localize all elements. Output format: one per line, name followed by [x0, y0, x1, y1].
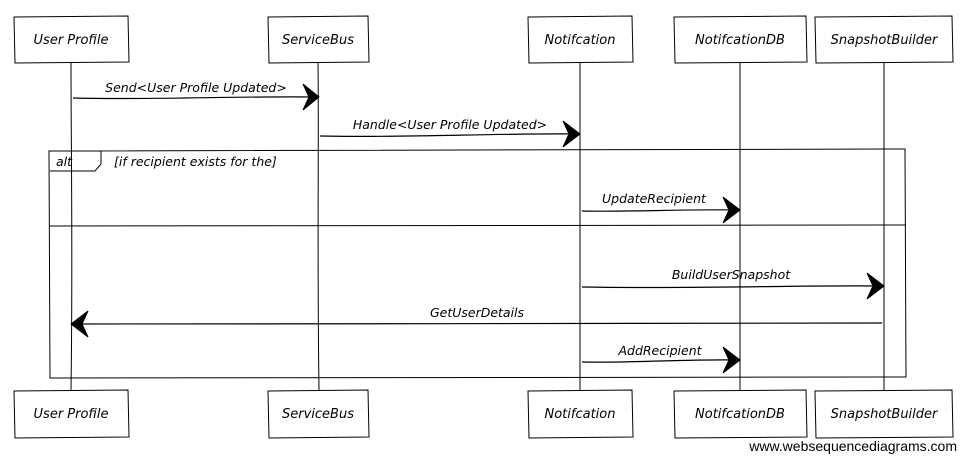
participant-label: ServiceBus [282, 33, 354, 48]
message-handle: Handle<User Profile Updated> [319, 117, 581, 148]
alt-frame-keyword: alt [56, 154, 73, 169]
alt-frame-tab [49, 150, 102, 172]
participant-notification-bottom[interactable]: Notifcation [527, 389, 634, 439]
message-get-user-details: GetUserDetails [70, 305, 883, 338]
arrowhead-right-icon [722, 346, 741, 374]
message-label: AddRecipient [617, 343, 702, 358]
participant-label: Notifcation [545, 33, 616, 48]
message-send: Send<User Profile Updated> [72, 80, 320, 111]
message-build-user-snapshot: BuildUserSnapshot [581, 267, 885, 300]
lifeline-notification [579, 61, 581, 391]
participant-notification-top[interactable]: Notifcation [527, 15, 634, 64]
participants-bottom: User Profile ServiceBus Notifcation Noti… [13, 389, 954, 439]
arrowhead-left-icon [70, 310, 89, 338]
arrowhead-right-icon [722, 196, 741, 224]
alt-frame-divider [49, 224, 907, 227]
message-update-recipient: UpdateRecipient [581, 191, 741, 224]
lifeline-snapshot-builder [883, 61, 885, 391]
participant-label: User Profile [34, 407, 109, 422]
message-add-recipient: AddRecipient [581, 343, 741, 374]
participant-label: NotifcationDB [695, 33, 785, 48]
lifeline-user-profile [70, 61, 73, 391]
participant-snapshot-builder-top[interactable]: SnapshotBuilder [814, 15, 954, 64]
watermark[interactable]: www.websequencediagrams.com [749, 438, 957, 454]
message-label: Handle<User Profile Updated> [353, 117, 547, 132]
alt-frame [48, 148, 907, 379]
participant-label: SnapshotBuilder [831, 407, 939, 422]
participant-service-bus-bottom[interactable]: ServiceBus [267, 389, 370, 439]
participant-user-profile-top[interactable]: User Profile [13, 15, 130, 64]
participant-label: ServiceBus [282, 407, 354, 422]
arrowhead-right-icon [562, 120, 581, 148]
participant-label: Notifcation [545, 407, 616, 422]
participant-label: SnapshotBuilder [831, 33, 939, 48]
participant-label: NotifcationDB [695, 407, 785, 422]
participant-label: User Profile [34, 33, 109, 48]
participants-top: User Profile ServiceBus Notifcation Noti… [13, 15, 954, 64]
message-label: GetUserDetails [430, 305, 525, 320]
arrowhead-right-icon [302, 83, 320, 111]
alt-frame-border [48, 148, 907, 379]
participant-notification-db-bottom[interactable]: NotifcationDB [673, 389, 808, 439]
message-label: BuildUserSnapshot [672, 267, 791, 282]
message-label: UpdateRecipient [602, 191, 707, 206]
message-label: Send<User Profile Updated> [105, 80, 287, 95]
participant-user-profile-bottom[interactable]: User Profile [13, 389, 130, 439]
alt-frame-condition: [if recipient exists for the] [114, 154, 277, 169]
arrowhead-right-icon [866, 272, 885, 300]
lifeline-notification-db [739, 61, 741, 391]
participant-notification-db-top[interactable]: NotifcationDB [673, 15, 808, 64]
participant-service-bus-top[interactable]: ServiceBus [267, 15, 370, 64]
participant-snapshot-builder-bottom[interactable]: SnapshotBuilder [814, 389, 954, 439]
